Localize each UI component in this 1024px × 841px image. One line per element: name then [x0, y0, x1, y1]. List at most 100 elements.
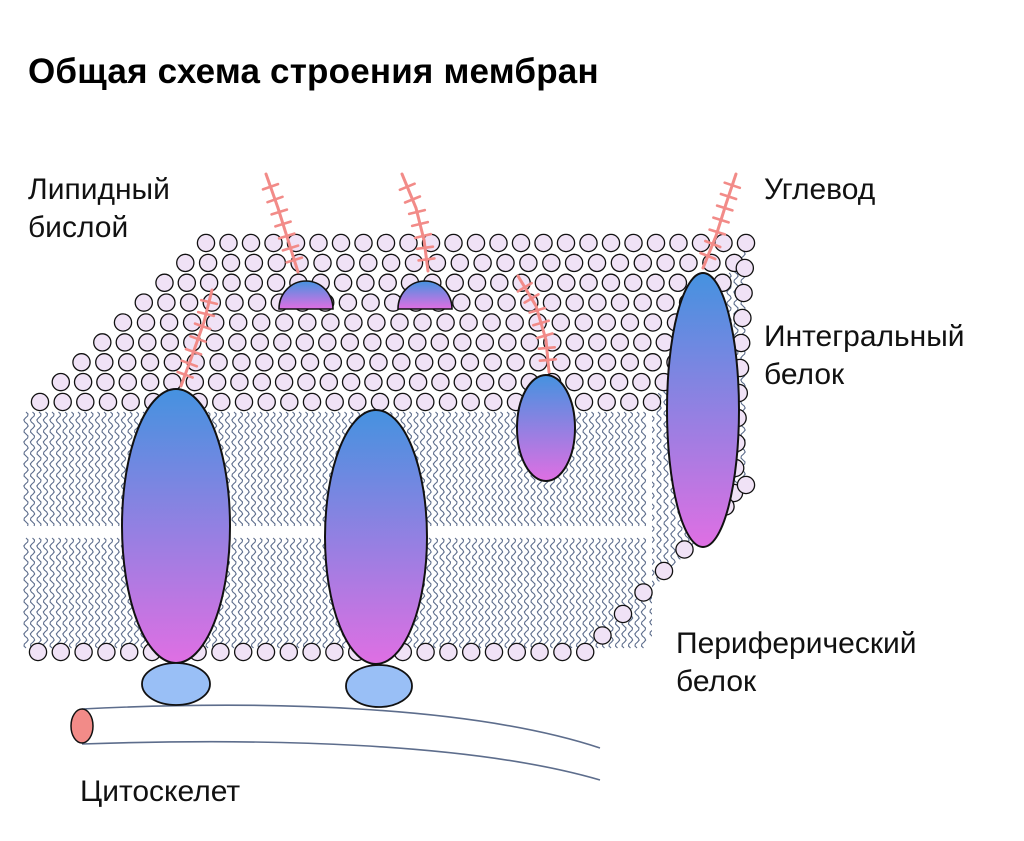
lipid-tail [465, 411, 471, 527]
lipid-head [233, 642, 253, 662]
lipid-head [574, 313, 594, 332]
lipid-head [95, 353, 114, 372]
cytoskeleton-end [70, 708, 94, 744]
lipid-head [496, 253, 515, 273]
carbohydrate-branch [417, 257, 436, 262]
lipid-head [136, 313, 156, 332]
lipid-head [623, 273, 643, 293]
carbohydrate-branch [274, 220, 292, 228]
lipid-head [459, 313, 478, 332]
lipid-head [113, 313, 133, 332]
lipid-head [163, 353, 183, 372]
lipid-head [376, 233, 396, 253]
lipid-head [556, 233, 576, 253]
lipid-head [321, 313, 340, 332]
label-carbohydrate: Углевод [764, 171, 875, 209]
lipid-head [367, 313, 386, 332]
lipid-tail [101, 537, 107, 649]
lipid-head [473, 253, 492, 273]
lipid-head [587, 372, 607, 392]
carbohydrate-branch [523, 293, 540, 304]
label-cytoskeleton-line1: Цитоскелет [80, 775, 241, 808]
lipid-head [275, 313, 294, 332]
lipid-head [93, 333, 112, 352]
lipid-head [225, 293, 244, 312]
lipid-tail [322, 411, 328, 527]
lipid-tail [101, 411, 107, 527]
lipid-head [232, 353, 251, 372]
lipid-head [198, 253, 218, 273]
lipid-head [212, 392, 231, 412]
lipid-head [620, 392, 639, 412]
lipid-head [140, 353, 160, 372]
lipid-tail [504, 537, 510, 649]
lipid-head [140, 372, 160, 392]
lipid-tail [36, 411, 42, 527]
carbohydrate-branch [176, 370, 194, 379]
carbohydrate-branch [415, 245, 435, 251]
lipid-head [51, 372, 71, 392]
lipid-head [610, 293, 630, 312]
lipid-head [359, 253, 378, 273]
lipid-tail [88, 411, 94, 527]
lipid-tail [627, 537, 634, 649]
lipid-head [613, 604, 633, 624]
lipid-tail [621, 537, 627, 649]
lipid-head [378, 273, 397, 293]
lipid-head [404, 253, 424, 273]
lipid-tail [107, 537, 114, 649]
lipid-tail [107, 411, 114, 527]
lipid-head [138, 333, 157, 352]
lipid-head [609, 372, 629, 392]
lipid-tail [510, 537, 517, 649]
lipid-head [28, 642, 48, 662]
lipid-tail [595, 411, 601, 527]
lipid-head [267, 253, 287, 273]
lipid-head [97, 642, 116, 662]
cytoskeleton [70, 704, 601, 781]
lipid-tail [257, 411, 263, 527]
lipid-tail [458, 411, 465, 527]
lipid-head [557, 273, 576, 293]
lipid-head [656, 293, 675, 312]
peripheral-protein [141, 662, 211, 706]
lipid-head [511, 233, 531, 253]
lipid-head [579, 273, 598, 293]
lipid-head [565, 293, 584, 312]
lipid-tail [62, 411, 68, 527]
lipid-tail [426, 411, 432, 527]
lipid-head [669, 233, 688, 253]
lipid-head [733, 308, 752, 328]
lipid-head [498, 372, 517, 392]
lipid-head [219, 233, 238, 253]
lipid-head [588, 333, 607, 352]
lipid-head [179, 293, 199, 312]
lipid-tail [276, 411, 283, 527]
lipid-head [564, 253, 584, 273]
lipid-head [264, 233, 283, 253]
lipid-head [656, 253, 675, 273]
lipid-head [646, 273, 665, 293]
lipid-tail [491, 411, 497, 527]
lipid-head [96, 372, 115, 392]
carbohydrate-branch [398, 182, 416, 192]
lipid-head [601, 233, 621, 253]
lipid-head [460, 353, 480, 372]
lipid-head [117, 353, 137, 372]
lipid-head [392, 353, 411, 372]
diagram-title: Общая схема строения мембран [28, 52, 599, 91]
lipid-head [341, 372, 361, 392]
lipid-tail [23, 411, 29, 527]
lipid-head [134, 293, 154, 312]
integral-protein-cap [397, 280, 453, 310]
carbohydrate-branch [712, 216, 730, 224]
lipid-tail [530, 537, 536, 649]
lipid-head [344, 313, 363, 332]
lipid-head [482, 313, 501, 332]
lipid-head [575, 642, 595, 662]
carbohydrate-branch [266, 195, 284, 204]
lipid-head [430, 333, 450, 352]
lipid-head [534, 273, 554, 293]
lipid-head [222, 273, 241, 293]
